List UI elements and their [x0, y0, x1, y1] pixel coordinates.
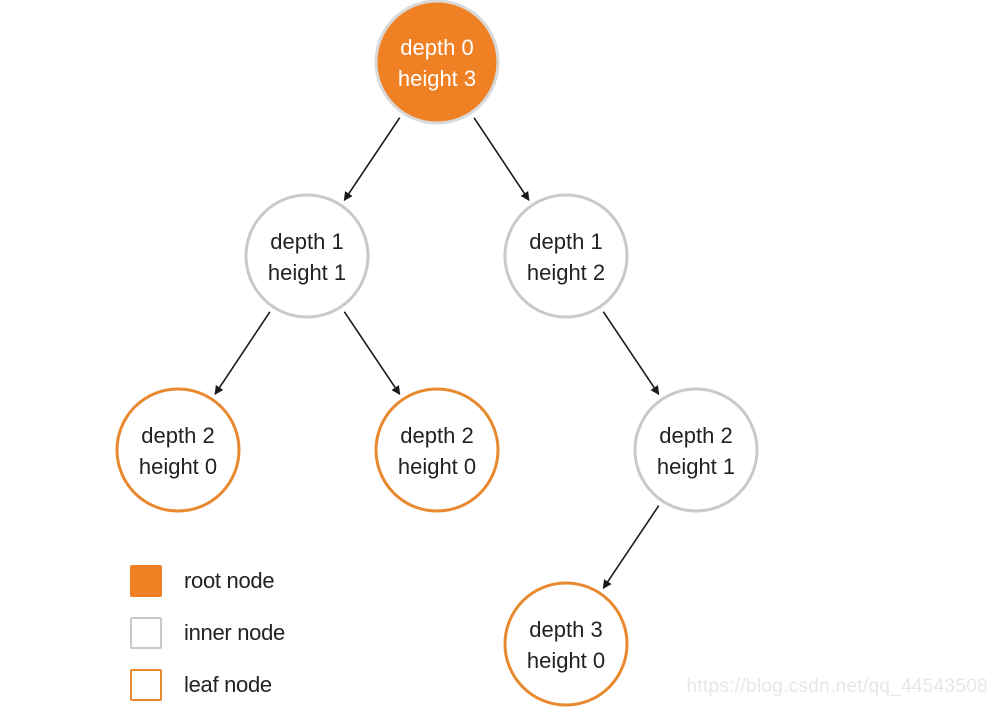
leaf-node-n6: depth 3 height 0: [503, 581, 629, 707]
legend-label-root: root node: [184, 568, 275, 593]
node-depth-label: depth 0: [400, 35, 473, 60]
node-depth-label: depth 1: [529, 229, 602, 254]
inner-node-n5: depth 2 height 1: [633, 387, 759, 513]
node-circle: [633, 387, 759, 513]
edge-n0-n2: [473, 117, 530, 201]
legend-label-inner: inner node: [184, 620, 285, 645]
legend-item-root: root node: [130, 562, 285, 600]
node-circle: [374, 387, 500, 513]
node-depth-label: depth 2: [141, 423, 214, 448]
legend-item-leaf: leaf node: [130, 666, 285, 704]
inner-node-n2: depth 1 height 2: [503, 193, 629, 319]
leaf-node-n3: depth 2 height 0: [115, 387, 241, 513]
inner-node-n1: depth 1 height 1: [244, 193, 370, 319]
node-circle: [503, 193, 629, 319]
node-height-label: height 1: [657, 454, 735, 479]
node-circle: [244, 193, 370, 319]
edges-layer: [214, 117, 660, 590]
node-height-label: height 0: [139, 454, 217, 479]
node-depth-label: depth 2: [400, 423, 473, 448]
node-depth-label: depth 3: [529, 617, 602, 642]
edge-n2-n5: [602, 311, 660, 396]
legend-swatch-inner: [130, 617, 162, 649]
node-height-label: height 0: [398, 454, 476, 479]
edge-n1-n3: [214, 311, 271, 395]
legend-item-inner: inner node: [130, 614, 285, 652]
node-height-label: height 0: [527, 648, 605, 673]
legend-swatch-leaf: [130, 669, 162, 701]
legend: root node inner node leaf node: [130, 562, 285, 718]
node-depth-label: depth 1: [270, 229, 343, 254]
node-circle: [374, 0, 500, 125]
edge-n1-n4: [343, 311, 401, 396]
node-height-label: height 3: [398, 66, 476, 91]
legend-label-leaf: leaf node: [184, 672, 272, 697]
edge-n0-n1: [343, 117, 401, 202]
node-circle: [115, 387, 241, 513]
nodes-layer: depth 0 height 3 depth 1 height 1 depth 1 hei…: [115, 0, 759, 707]
root-node-n0: depth 0 height 3: [374, 0, 500, 125]
legend-swatch-root: [130, 565, 162, 597]
node-circle: [503, 581, 629, 707]
node-depth-label: depth 2: [659, 423, 732, 448]
watermark: https://blog.csdn.net/qq_44543508: [686, 676, 988, 697]
node-height-label: height 2: [527, 260, 605, 285]
edge-n5-n6: [602, 505, 660, 590]
leaf-node-n4: depth 2 height 0: [374, 387, 500, 513]
node-height-label: height 1: [268, 260, 346, 285]
